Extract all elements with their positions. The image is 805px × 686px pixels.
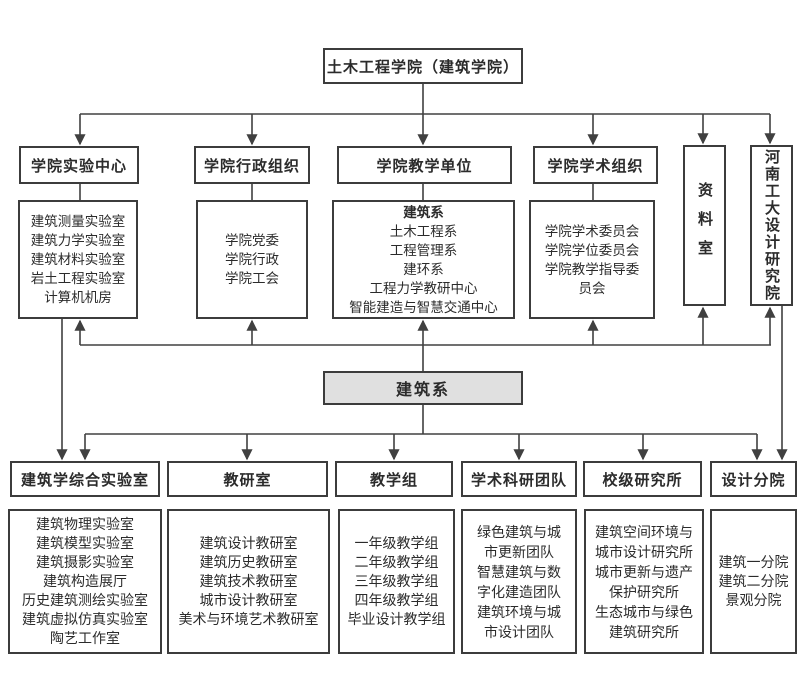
header-academic-org: 学院学术组织 <box>533 146 658 184</box>
list-item: 智能建造与智慧交通中心 <box>349 299 498 315</box>
list-admin-org: 学院党委 学院行政 学院工会 <box>196 200 308 319</box>
list-item: 四年级教学组 <box>354 592 439 608</box>
list-teaching-research-office: 建筑设计教研室 建筑历史教研室 建筑技术教研室 城市设计教研室 美术与环境艺术教… <box>167 509 330 654</box>
list-item: 一年级教学组 <box>354 535 439 551</box>
box-reference-room: 资料室 <box>683 145 726 306</box>
list-item: 城市更新与遗产保护研究所 <box>595 563 693 600</box>
header-comprehensive-lab: 建筑学综合实验室 <box>10 461 160 497</box>
list-item: 建筑系 <box>403 204 444 220</box>
list-university-institutes: 建筑空间环境与城市设计研究所 城市更新与遗产保护研究所 生态城市与绿色建筑研究所 <box>584 509 704 654</box>
list-item: 岩土工程实验室 <box>30 271 126 286</box>
root-box: 土木工程学院（建筑学院） <box>323 48 523 84</box>
box-design-institute: 河南工大设计研究院 <box>750 145 793 306</box>
list-item: 建筑物理实验室 <box>36 516 134 532</box>
list-teaching-units: 建筑系 土木工程系 工程管理系 建环系 工程力学教研中心 智能建造与智慧交通中心 <box>332 200 515 319</box>
list-item: 学院学术委员会 <box>544 223 640 239</box>
list-item: 城市设计教研室 <box>199 592 298 608</box>
list-teaching-groups: 一年级教学组 二年级教学组 三年级教学组 四年级教学组 毕业设计教学组 <box>338 509 455 654</box>
header-admin-org: 学院行政组织 <box>194 146 310 184</box>
list-item: 工程管理系 <box>389 242 458 258</box>
header-teaching-groups: 教学组 <box>335 461 453 497</box>
list-item: 建筑一分院 <box>718 554 789 570</box>
header-teaching-research-office: 教研室 <box>167 461 328 497</box>
list-research-teams: 绿色建筑与城市更新团队 智慧建筑与数字化建造团队 建筑环境与城市设计团队 <box>461 509 577 654</box>
list-item: 美术与环境艺术教研室 <box>178 611 319 627</box>
list-item: 智慧建筑与数字化建造团队 <box>477 563 561 600</box>
list-item: 学院党委 <box>225 233 279 248</box>
list-item: 建环系 <box>403 261 444 277</box>
list-item: 建筑力学实验室 <box>30 233 126 248</box>
list-item: 建筑历史教研室 <box>199 554 298 570</box>
list-item: 学院教学指导委员会 <box>544 261 640 296</box>
list-item: 建筑设计教研室 <box>199 535 298 551</box>
list-experiment-center: 建筑测量实验室 建筑力学实验室 建筑材料实验室 岩土工程实验室 计算机机房 <box>18 200 138 319</box>
list-item: 建筑技术教研室 <box>199 573 298 589</box>
list-item: 建筑构造展厅 <box>43 573 127 589</box>
header-research-teams: 学术科研团队 <box>461 461 577 497</box>
header-design-branches: 设计分院 <box>710 461 797 497</box>
list-item: 建筑二分院 <box>718 573 789 589</box>
header-teaching-units: 学院教学单位 <box>337 146 512 184</box>
list-item: 学院学位委员会 <box>544 242 640 258</box>
architecture-department-box: 建筑系 <box>323 371 523 405</box>
list-academic-org: 学院学术委员会 学院学位委员会 学院教学指导委员会 <box>529 200 655 319</box>
header-university-institutes: 校级研究所 <box>583 461 702 497</box>
list-item: 建筑模型实验室 <box>36 535 134 551</box>
list-item: 建筑环境与城市设计团队 <box>477 603 561 640</box>
list-item: 建筑测量实验室 <box>30 214 126 229</box>
list-item: 计算机机房 <box>44 290 112 305</box>
list-item: 生态城市与绿色建筑研究所 <box>595 603 693 640</box>
list-item: 建筑材料实验室 <box>30 252 126 267</box>
list-design-branches: 建筑一分院 建筑二分院 景观分院 <box>710 509 797 654</box>
header-experiment-center: 学院实验中心 <box>19 146 139 184</box>
list-item: 绿色建筑与城市更新团队 <box>477 523 561 560</box>
list-item: 学院行政 <box>225 252 279 267</box>
list-item: 建筑虚拟仿真实验室 <box>22 611 148 627</box>
list-item: 建筑摄影实验室 <box>36 554 134 570</box>
list-comprehensive-lab: 建筑物理实验室 建筑模型实验室 建筑摄影实验室 建筑构造展厅 历史建筑测绘实验室… <box>8 509 162 654</box>
list-item: 三年级教学组 <box>354 573 439 589</box>
list-item: 陶艺工作室 <box>50 630 120 646</box>
list-item: 工程力学教研中心 <box>369 280 478 296</box>
list-item: 毕业设计教学组 <box>347 611 446 627</box>
list-item: 学院工会 <box>225 271 279 286</box>
list-item: 景观分院 <box>725 592 782 608</box>
list-item: 二年级教学组 <box>354 554 439 570</box>
list-item: 历史建筑测绘实验室 <box>22 592 148 608</box>
list-item: 建筑空间环境与城市设计研究所 <box>595 523 693 560</box>
list-item: 土木工程系 <box>389 223 458 239</box>
